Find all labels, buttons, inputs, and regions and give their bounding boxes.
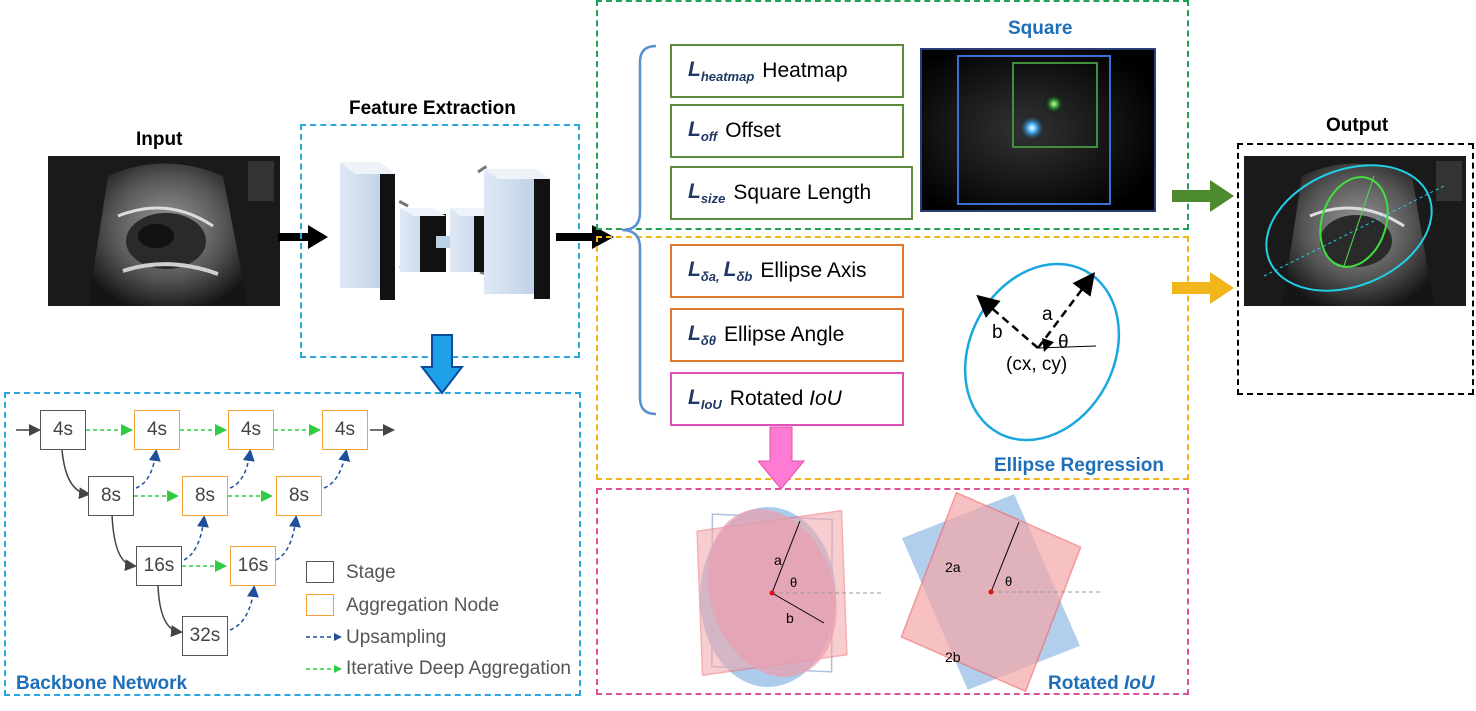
- loss-symbol: Lheatmap: [688, 57, 755, 85]
- rotated-iou-diagram-left: a θ b: [696, 507, 882, 687]
- stage-node-4s: 4s: [40, 410, 86, 450]
- loss-label: Square Length: [733, 181, 872, 204]
- backbone-box: [4, 392, 581, 696]
- loss-label: Ellipse Axis: [760, 259, 867, 282]
- aggregation-node-4s: 4s: [228, 410, 274, 450]
- loss-bracket: [621, 44, 657, 416]
- input-ultrasound-image: [48, 156, 280, 306]
- loss-label: Heatmap: [762, 59, 848, 82]
- loss-box-rotated-iou: LIoU Rotated IoU: [670, 372, 904, 426]
- legend-ida-arrow: [306, 665, 342, 673]
- loss-box-ellipse-axis: Lδa, Lδb Ellipse Axis: [670, 244, 904, 298]
- loss-label: Rotated: [729, 387, 810, 410]
- aggregation-node-8s: 8s: [182, 476, 228, 516]
- loss-symbol: Lδθ: [688, 321, 717, 349]
- stage-node-8s: 8s: [88, 476, 134, 516]
- arrow-input-to-feature: [278, 225, 328, 249]
- arrow-iou-down: [758, 426, 806, 490]
- loss-box-heatmap: Lheatmap Heatmap: [670, 44, 904, 98]
- legend-ida-label: Iterative Deep Aggregation: [346, 658, 571, 679]
- stage-node-32s: 32s: [182, 616, 228, 656]
- arrow-ellipse-to-output: [1172, 272, 1234, 304]
- square-head-box: [596, 0, 1189, 230]
- rotated-iou-title-italic: IoU: [1124, 673, 1155, 694]
- square-heatmap-image: [920, 48, 1156, 212]
- input-title: Input: [136, 129, 183, 150]
- iou-left-a: a: [774, 552, 782, 568]
- iou-right-2a: 2a: [945, 559, 961, 575]
- ellipse-label-theta: θ: [1058, 332, 1069, 353]
- ellipse-label-center: (cx, cy): [1006, 354, 1067, 375]
- legend-stage-label: Stage: [346, 562, 396, 583]
- backbone-connections: [16, 424, 395, 638]
- loss-label: Offset: [725, 119, 781, 142]
- arrow-feature-to-heads: [556, 225, 614, 249]
- iou-left-b: b: [786, 610, 794, 626]
- encoder-decoder-icon: [340, 162, 550, 300]
- iou-left-theta: θ: [790, 575, 797, 590]
- arrow-square-to-output: [1172, 180, 1234, 212]
- output-box: [1237, 143, 1474, 395]
- loss-label-italic: IoU: [809, 387, 842, 410]
- legend-stage-swatch: [306, 561, 334, 583]
- aggregation-node-4s: 4s: [134, 410, 180, 450]
- ellipse-regression-title: Ellipse Regression: [994, 455, 1165, 476]
- ellipse-label-b: b: [992, 322, 1003, 343]
- iou-right-2b: 2b: [945, 649, 961, 665]
- feature-extraction-title: Feature Extraction: [349, 98, 516, 119]
- aggregation-node-16s: 16s: [230, 546, 276, 586]
- aggregation-node-4s: 4s: [322, 410, 368, 450]
- loss-symbol: Loff: [688, 117, 718, 145]
- loss-symbol: Lδa,: [688, 257, 720, 285]
- legend-upsampling-arrow: [306, 633, 342, 641]
- legend-aggregation-swatch: [306, 594, 334, 616]
- loss-symbol: Lsize: [688, 179, 726, 207]
- backbone-title: Backbone Network: [16, 673, 188, 694]
- rotated-iou-title-text: Rotated: [1048, 673, 1124, 694]
- loss-box-size: Lsize Square Length: [670, 166, 913, 220]
- rotated-iou-title: Rotated IoU: [1048, 673, 1155, 695]
- ellipse-parameter-diagram: b a θ (cx, cy): [963, 262, 1121, 442]
- square-title: Square: [1008, 18, 1073, 39]
- arrow-feature-to-backbone: [420, 334, 464, 395]
- loss-symbol: LIoU: [688, 385, 722, 413]
- loss-box-ellipse-angle: Lδθ Ellipse Angle: [670, 308, 904, 362]
- iou-right-theta: θ: [1005, 574, 1012, 589]
- stage-node-16s: 16s: [136, 546, 182, 586]
- output-ultrasound-image: [1244, 156, 1466, 306]
- legend-upsampling-label: Upsampling: [346, 627, 447, 648]
- aggregation-node-8s: 8s: [276, 476, 322, 516]
- loss-box-offset: Loff Offset: [670, 104, 904, 158]
- rotated-iou-box: [596, 488, 1189, 695]
- ellipse-head-box: [596, 236, 1189, 480]
- loss-symbol-2: Lδb: [723, 257, 753, 285]
- legend-aggregation-label: Aggregation Node: [346, 595, 500, 616]
- output-title: Output: [1326, 115, 1389, 136]
- rotated-iou-diagram-right: θ 2a 2b: [900, 491, 1103, 693]
- ellipse-label-a: a: [1042, 304, 1053, 325]
- loss-label: Ellipse Angle: [724, 323, 845, 346]
